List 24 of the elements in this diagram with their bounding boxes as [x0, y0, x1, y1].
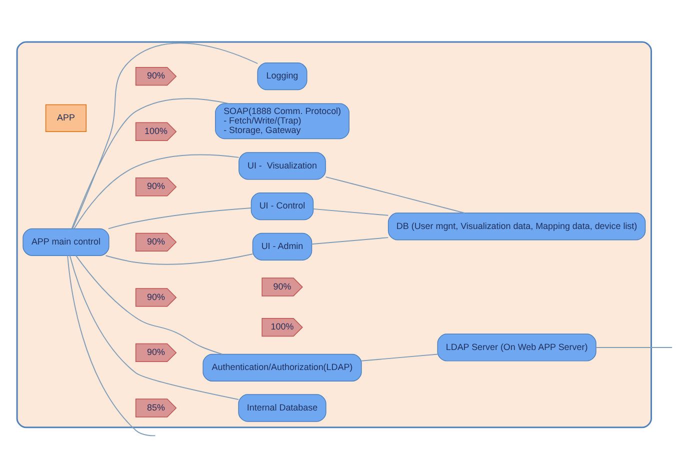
- connector: [76, 254, 223, 354]
- connector: [69, 254, 239, 400]
- connector: [67, 254, 156, 436]
- connector: [596, 346, 673, 348]
- node-box: UI - Admin: [252, 232, 312, 260]
- connector: [361, 353, 438, 361]
- connector: [312, 208, 389, 216]
- node-box: UI - Control: [250, 192, 314, 220]
- connector: [71, 98, 230, 228]
- connector: [74, 154, 240, 229]
- node-box: LDAP Server (On Web APP Server): [437, 333, 596, 361]
- node-box: Internal Database: [238, 394, 326, 422]
- node-box: APP: [45, 104, 87, 132]
- connector: [325, 176, 465, 213]
- connector: [311, 236, 389, 244]
- node-box: SOAP(1888 Comm. Protocol) - Fetch/Write/(Trap) - Storage, Gateway: [215, 102, 350, 139]
- node-box: Authentication/Authorization(LDAP): [202, 353, 362, 381]
- node-box: Logging: [257, 62, 308, 90]
- node-box: UI - Visualization: [238, 152, 326, 180]
- node-box: DB (User mgnt, Visualization data, Mapping data, device list): [388, 212, 646, 240]
- connector: [72, 42, 258, 228]
- connector: [105, 253, 254, 264]
- connector: [108, 207, 252, 229]
- node-box: APP main control: [22, 228, 110, 256]
